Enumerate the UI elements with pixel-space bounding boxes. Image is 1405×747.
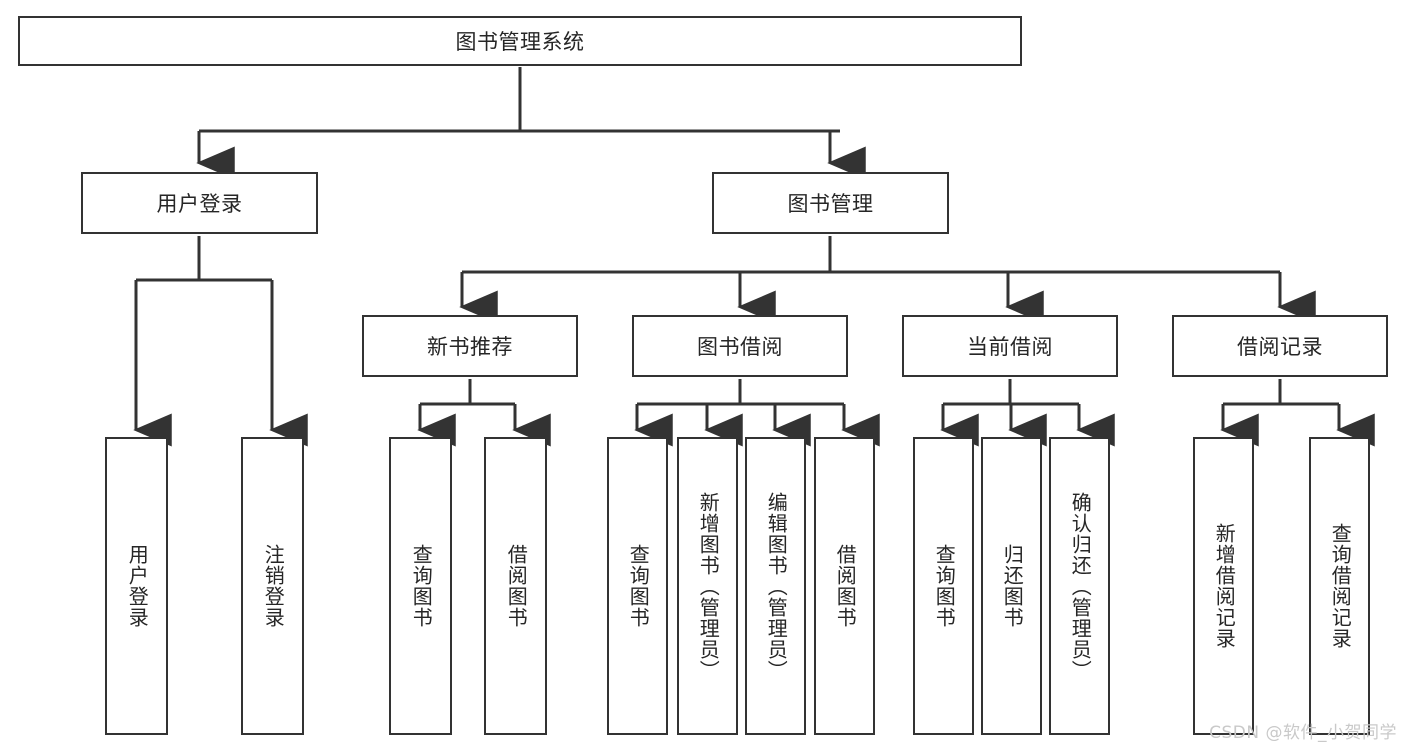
node-book-manage-label: 图书管理 <box>787 192 874 216</box>
leaf-borrow-add-book-admin[interactable]: 新增图书（管理员） <box>677 437 738 735</box>
node-current-borrow[interactable]: 当前借阅 <box>902 315 1118 377</box>
node-book-manage[interactable]: 图书管理 <box>712 172 949 234</box>
leaf-recommend-query-book[interactable]: 查询图书 <box>389 437 452 735</box>
leaf-label: 新增图书（管理员） <box>696 491 721 681</box>
node-root-label: 图书管理系统 <box>455 30 585 54</box>
leaf-label: 查询图书 <box>626 544 651 628</box>
leaf-label: 借阅图书 <box>833 544 858 628</box>
leaf-borrow-query-book[interactable]: 查询图书 <box>607 437 668 735</box>
node-new-book-recommend-label: 新书推荐 <box>427 335 513 359</box>
leaf-label: 借阅图书 <box>504 544 529 628</box>
leaf-label: 用户登录 <box>125 544 150 628</box>
leaf-label: 查询借阅记录 <box>1328 523 1353 649</box>
node-current-borrow-label: 当前借阅 <box>967 335 1053 359</box>
leaf-recommend-borrow-book[interactable]: 借阅图书 <box>484 437 547 735</box>
leaf-label: 归还图书 <box>1000 544 1025 628</box>
node-borrow-record[interactable]: 借阅记录 <box>1172 315 1388 377</box>
leaf-label: 查询图书 <box>932 544 957 628</box>
node-user-login[interactable]: 用户登录 <box>81 172 318 234</box>
leaf-user-login-logout[interactable]: 注销登录 <box>241 437 304 735</box>
node-user-login-label: 用户登录 <box>156 192 243 216</box>
leaf-user-login-login[interactable]: 用户登录 <box>105 437 168 735</box>
leaf-current-return-book[interactable]: 归还图书 <box>981 437 1042 735</box>
leaf-label: 注销登录 <box>261 544 286 628</box>
leaf-label: 编辑图书（管理员） <box>764 491 789 681</box>
node-new-book-recommend[interactable]: 新书推荐 <box>362 315 578 377</box>
leaf-label: 查询图书 <box>409 544 434 628</box>
leaf-record-query-record[interactable]: 查询借阅记录 <box>1309 437 1370 735</box>
node-book-borrow-label: 图书借阅 <box>697 335 783 359</box>
node-book-borrow[interactable]: 图书借阅 <box>632 315 848 377</box>
leaf-label: 新增借阅记录 <box>1212 523 1237 649</box>
leaf-borrow-edit-book-admin[interactable]: 编辑图书（管理员） <box>745 437 806 735</box>
leaf-current-query-book[interactable]: 查询图书 <box>913 437 974 735</box>
leaf-current-confirm-return-admin[interactable]: 确认归还（管理员） <box>1049 437 1110 735</box>
csdn-watermark: CSDN @软件_小贺同学 <box>1209 723 1397 743</box>
node-root[interactable]: 图书管理系统 <box>18 16 1022 66</box>
node-borrow-record-label: 借阅记录 <box>1237 335 1323 359</box>
leaf-record-add-record[interactable]: 新增借阅记录 <box>1193 437 1254 735</box>
leaf-borrow-borrow-book[interactable]: 借阅图书 <box>814 437 875 735</box>
leaf-label: 确认归还（管理员） <box>1068 491 1093 681</box>
